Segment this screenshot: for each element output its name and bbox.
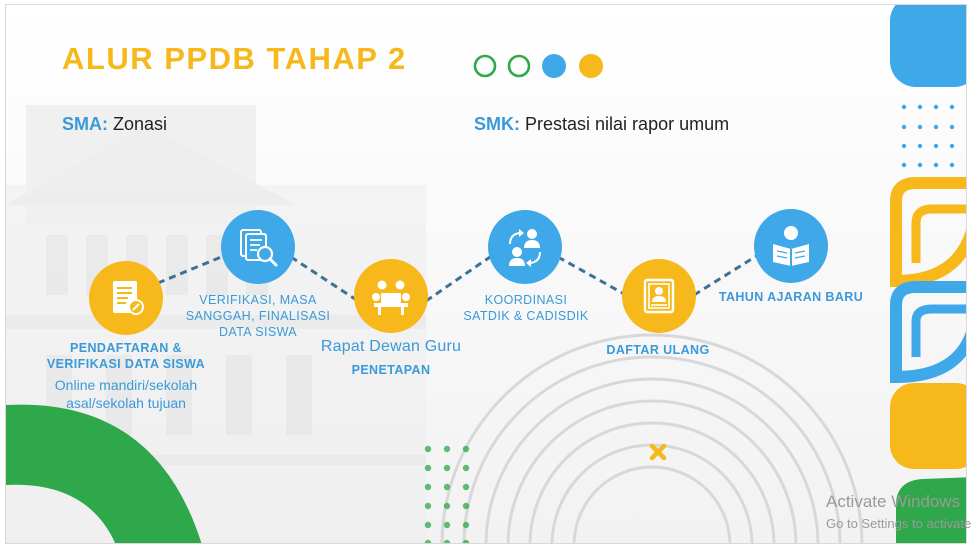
step-1-label: PENDAFTARAN & VERIFIKASI DATA SISWA <box>46 341 206 371</box>
presentation-slide: ALUR PPDB TAHAP 2 SMA: Zonasi SMK: Prest… <box>5 4 967 544</box>
sma-value: Zonasi <box>113 114 168 134</box>
sma-label: SMA: <box>62 114 108 134</box>
step-2-circle <box>221 210 295 284</box>
title-dots-decoration <box>473 54 603 78</box>
meeting-table-icon <box>372 280 410 315</box>
flow-connector-lines <box>157 253 759 303</box>
people-exchange-icon <box>509 229 541 267</box>
step-5-circle <box>622 259 696 333</box>
step-3-label: Rapat Dewan Guru <box>320 338 462 355</box>
smk-criteria: SMK: Prestasi nilai rapor umum <box>474 114 729 135</box>
smk-value: Prestasi nilai rapor umum <box>525 114 730 134</box>
step-4-label: KOORDINASI SATDIK & CADISDIK <box>463 293 589 323</box>
sma-criteria: SMA: Zonasi <box>62 114 167 135</box>
smk-label: SMK: <box>474 114 520 134</box>
step-1-circle <box>89 261 163 335</box>
windows-activation-watermark: Activate Windows Go to Settings to activ… <box>826 492 974 531</box>
decorative-shapes <box>6 5 966 543</box>
document-pen-icon <box>113 281 144 315</box>
step-2-label: VERIFIKASI, MASA SANGGAH, FINALISASI DAT… <box>185 293 331 339</box>
documents-magnifier-icon <box>240 229 278 267</box>
page-title: ALUR PPDB TAHAP 2 <box>62 41 407 76</box>
step-6-circle <box>754 209 828 283</box>
step-4-circle <box>488 210 562 284</box>
step-5-label: DAFTAR ULANG <box>606 343 710 357</box>
reading-book-icon <box>773 226 809 266</box>
step-1-note: Online mandiri/sekolah asal/sekolah tuju… <box>54 377 198 411</box>
step-3-circle <box>354 259 428 333</box>
step-3-sublabel: PENETAPAN <box>351 363 431 377</box>
id-card-icon <box>643 278 675 314</box>
step-6-label: TAHUN AJARAN BARU <box>718 290 864 304</box>
